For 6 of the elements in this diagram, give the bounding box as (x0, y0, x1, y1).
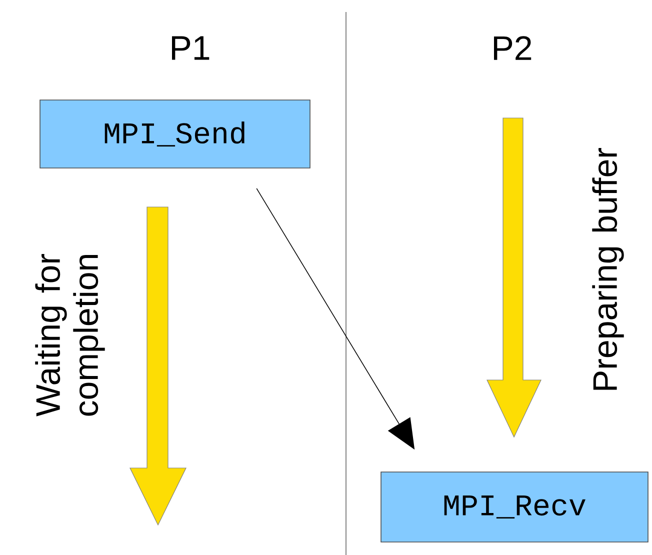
side-label: Waiting for completion (35, 254, 105, 416)
process-box: MPI_Send (40, 100, 310, 168)
column-heading: P1 (172, 36, 210, 60)
side-label: Preparing buffer (592, 148, 624, 390)
process-box: MPI_Recv (380, 472, 648, 542)
column-heading: P2 (494, 36, 532, 60)
